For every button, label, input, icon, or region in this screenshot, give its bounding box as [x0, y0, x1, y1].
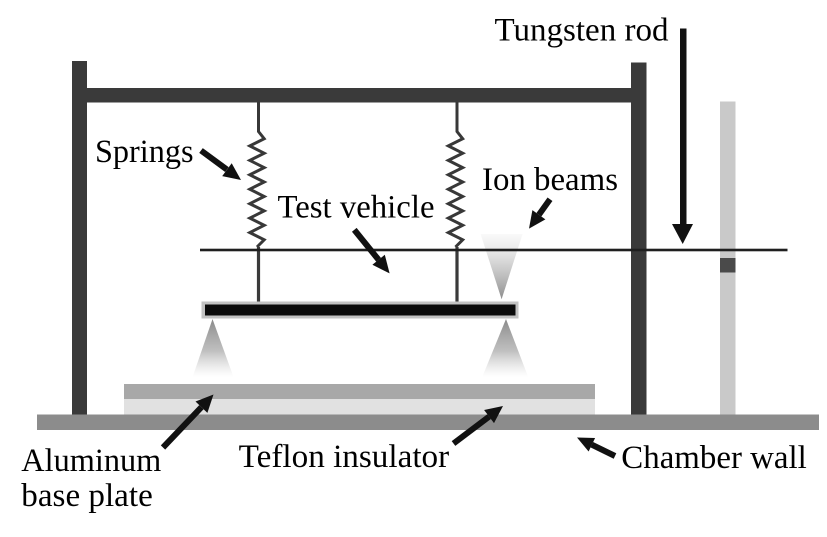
svg-text:Teflon insulator: Teflon insulator: [239, 439, 450, 475]
svg-text:Tungsten rod: Tungsten rod: [495, 13, 669, 49]
svg-text:Springs: Springs: [95, 134, 194, 170]
svg-text:base plate: base plate: [21, 478, 153, 514]
svg-text:Ion beams: Ion beams: [482, 162, 618, 198]
svg-text:Test vehicle: Test vehicle: [278, 190, 435, 226]
svg-text:Chamber wall: Chamber wall: [621, 440, 807, 476]
svg-text:Aluminum: Aluminum: [21, 443, 161, 479]
